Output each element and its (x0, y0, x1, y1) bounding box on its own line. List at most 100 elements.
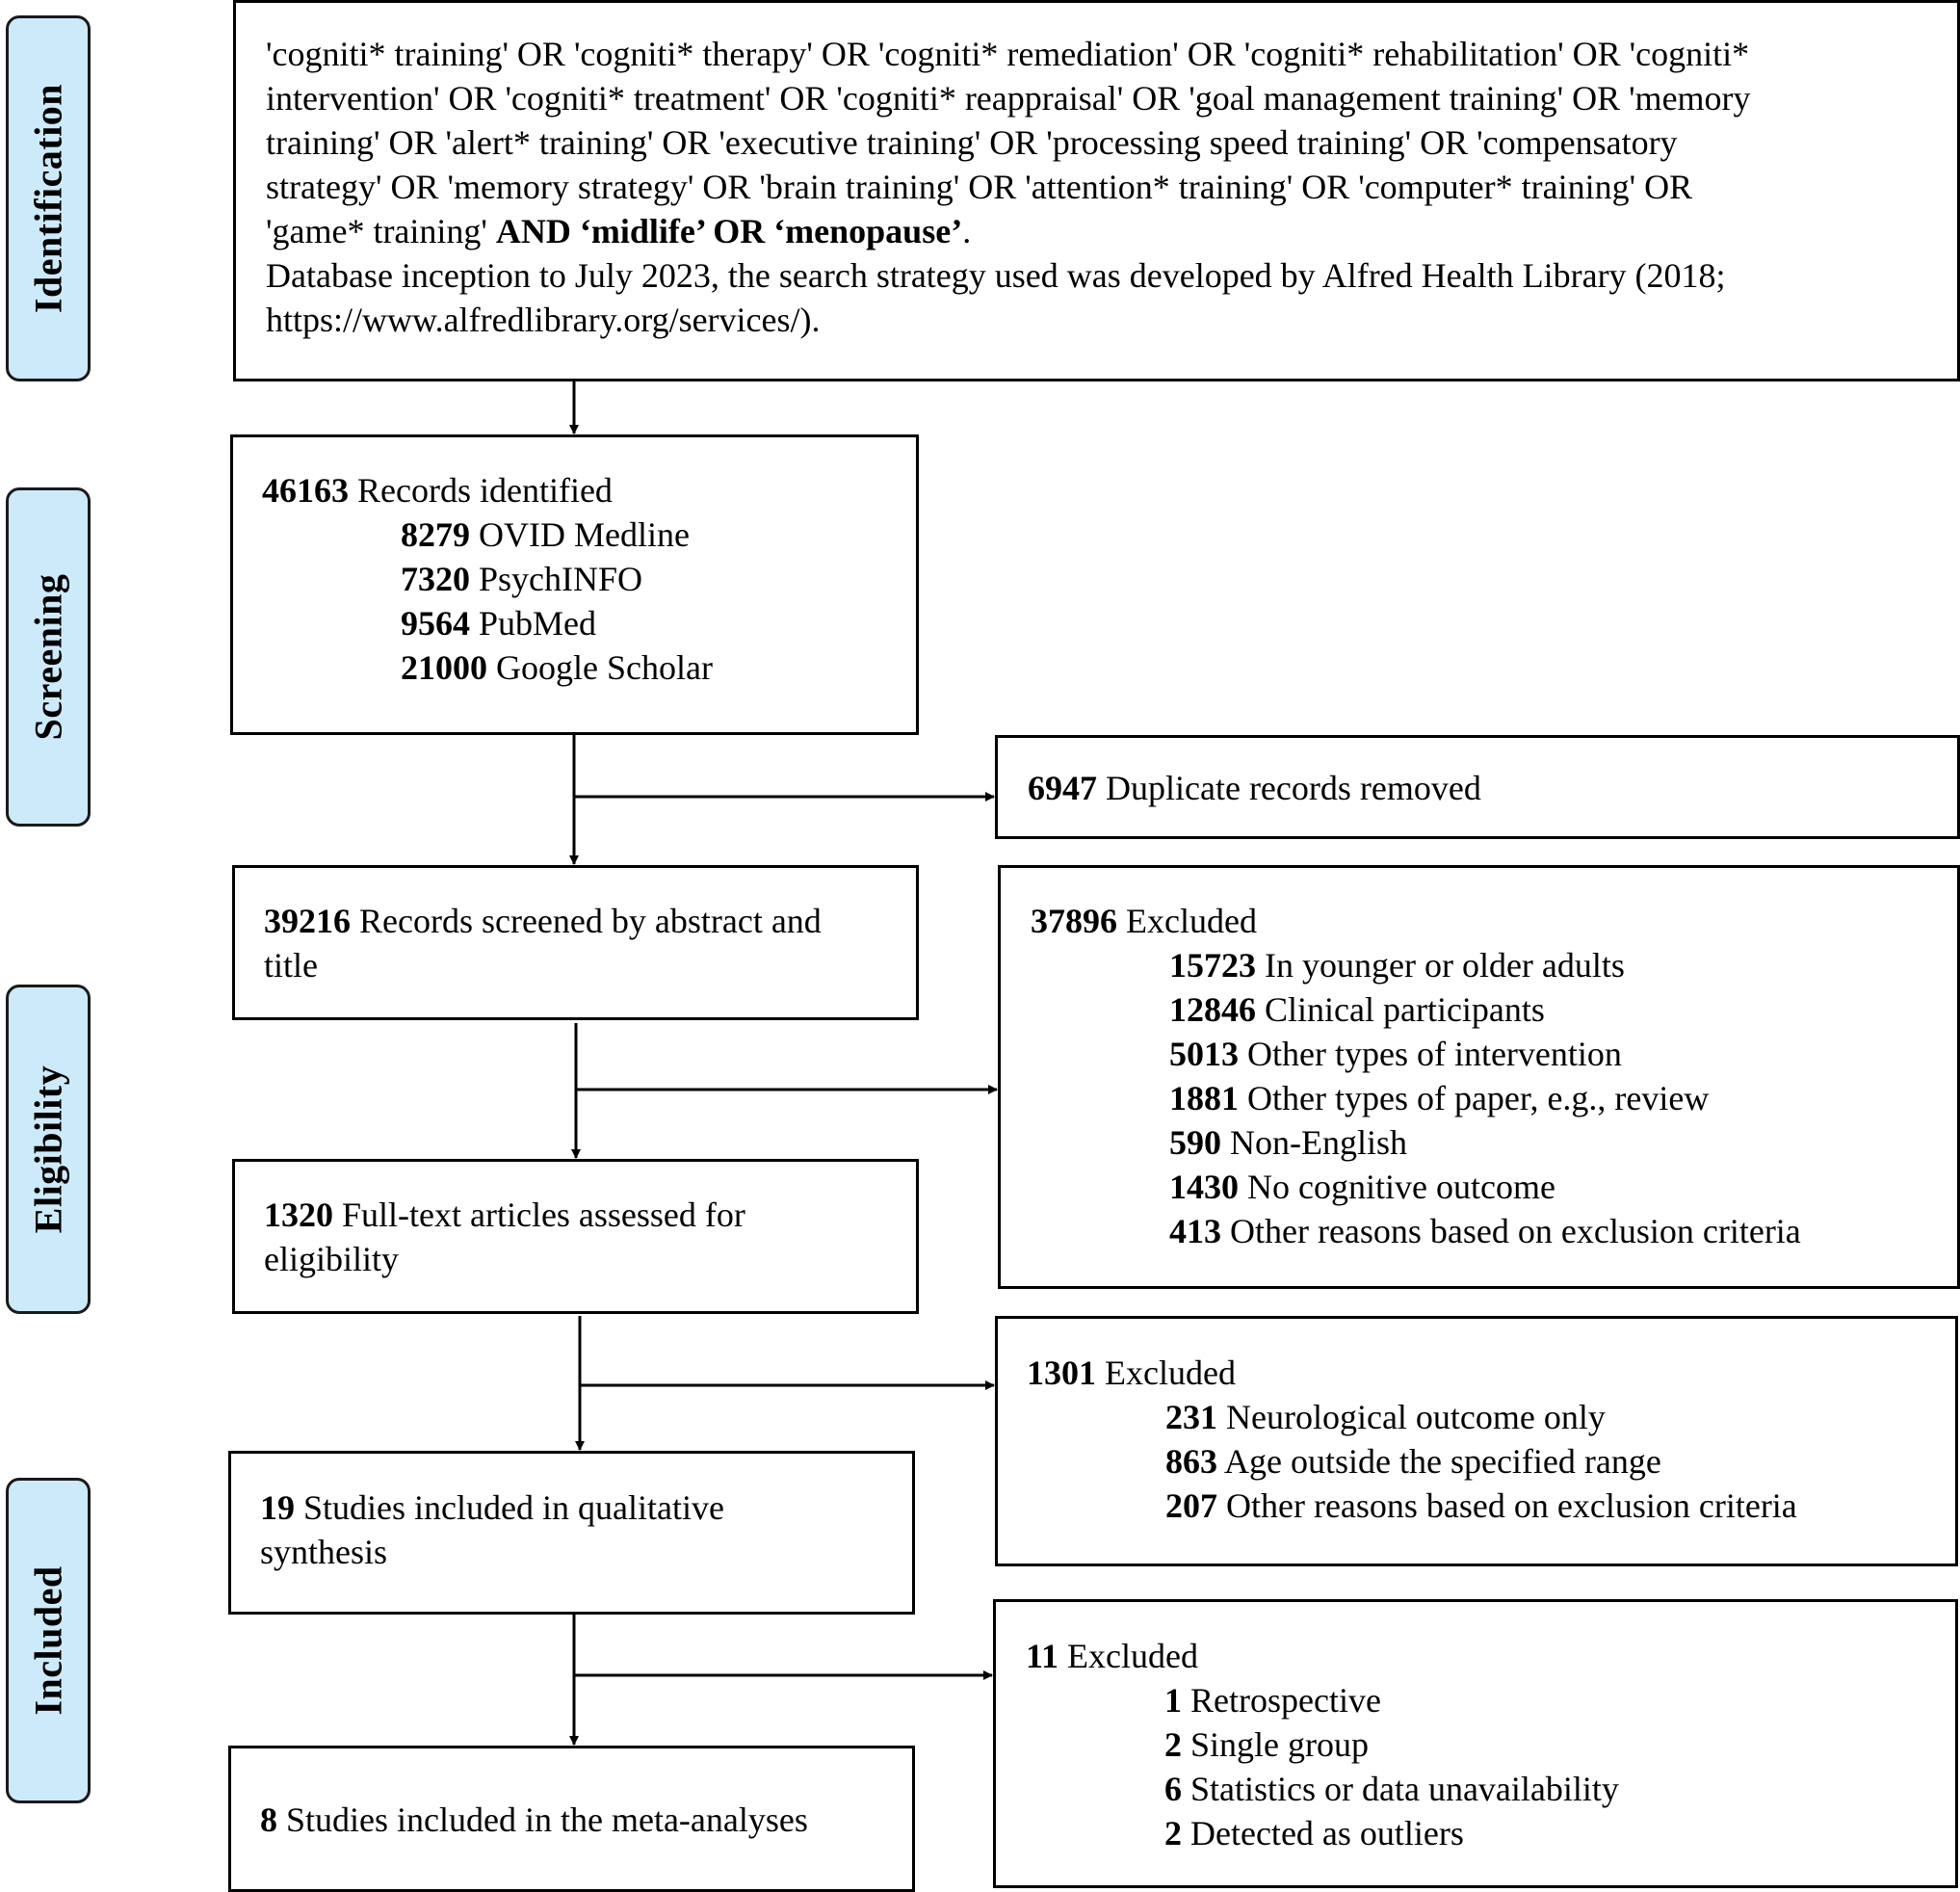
excluded-screening-box: 37896 Excluded 15723 In younger or older… (998, 865, 1960, 1289)
fulltext-assessed-text: 1320 Full-text articles assessed for (264, 1193, 916, 1237)
count: 2 (1164, 1725, 1182, 1764)
label: In younger or older adults (1265, 946, 1625, 985)
exclusion-reason: 1 Retrospective (1026, 1678, 1955, 1722)
phase-screening: Screening (6, 487, 91, 827)
exclusion-reason: 6 Statistics or data unavailability (1026, 1767, 1955, 1811)
label: Google Scholar (496, 648, 713, 687)
duplicates-removed-box: 6947 Duplicate records removed (995, 735, 1960, 839)
search-line: strategy' OR 'memory strategy' OR 'brain… (266, 168, 1693, 206)
label: Records identified (357, 471, 613, 510)
label: Other types of intervention (1247, 1035, 1622, 1073)
fulltext-assessed-text-cont: eligibility (264, 1240, 399, 1278)
label: Records screened by abstract and (359, 902, 822, 940)
search-terms-period: . (962, 212, 972, 250)
exclusion-reason: 1430 No cognitive outcome (1031, 1165, 1957, 1209)
phase-identification: Identification (6, 15, 91, 381)
excluded-total: 37896 Excluded (1031, 899, 1957, 943)
qualitative-synthesis-text: 19 Studies included in qualitative (260, 1485, 912, 1530)
label: Retrospective (1190, 1681, 1381, 1720)
count: 1320 (264, 1196, 333, 1234)
phase-eligibility: Eligibility (6, 985, 91, 1314)
label: Other types of paper, e.g., review (1247, 1079, 1710, 1117)
count: 6 (1164, 1770, 1182, 1808)
label: Studies included in qualitative (303, 1488, 724, 1527)
qualitative-synthesis-text-cont: synthesis (260, 1533, 388, 1571)
count: 8279 (401, 515, 470, 554)
exclusion-reason: 1881 Other types of paper, e.g., review (1031, 1076, 1957, 1120)
label: OVID Medline (479, 515, 690, 554)
exclusion-reason: 231 Neurological outcome only (1027, 1395, 1955, 1439)
label: Non-English (1230, 1123, 1407, 1162)
label: Single group (1190, 1725, 1369, 1764)
label: Excluded (1105, 1353, 1236, 1392)
count: 9564 (401, 604, 470, 643)
count: 11 (1026, 1637, 1059, 1675)
count: 863 (1165, 1442, 1217, 1481)
records-identified-total: 46163 Records identified (262, 468, 916, 512)
count: 12846 (1169, 990, 1256, 1029)
count: 590 (1169, 1123, 1221, 1162)
exclusion-reason: 2 Detected as outliers (1026, 1811, 1955, 1855)
search-line: 'game* training' AND ‘midlife’ OR ‘menop… (266, 209, 1932, 253)
search-terms-tail: 'game* training' (266, 212, 487, 250)
phase-included: Included (6, 1478, 91, 1803)
count: 8 (260, 1800, 277, 1839)
records-identified-box: 46163 Records identified 8279 OVID Medli… (230, 434, 919, 735)
search-line: Database inception to July 2023, the sea… (266, 256, 1726, 295)
fulltext-assessed-box: 1320 Full-text articles assessed for eli… (232, 1159, 919, 1314)
count: 5013 (1169, 1035, 1239, 1073)
records-screened-text-cont: title (264, 946, 318, 985)
count: 1 (1164, 1681, 1182, 1720)
label: PsychINFO (479, 560, 643, 598)
search-line: https://www.alfredlibrary.org/services/)… (266, 301, 821, 339)
exclusion-reason: 5013 Other types of intervention (1031, 1032, 1957, 1076)
label: Clinical participants (1265, 990, 1545, 1029)
count: 7320 (401, 560, 470, 598)
count: 19 (260, 1488, 295, 1527)
count: 1301 (1027, 1353, 1096, 1392)
count: 39216 (264, 902, 351, 940)
search-line: 'cogniti* training' OR 'cogniti* therapy… (266, 35, 1750, 73)
search-bold-terms: AND ‘midlife’ OR ‘menopause’ (495, 212, 963, 250)
exclusion-reason: 413 Other reasons based on exclusion cri… (1031, 1209, 1957, 1253)
count: 15723 (1169, 946, 1256, 985)
search-line: training' OR 'alert* training' OR 'execu… (266, 123, 1678, 162)
duplicates-removed-text: 6947 Duplicate records removed (1028, 766, 1957, 810)
exclusion-reason: 15723 In younger or older adults (1031, 943, 1957, 987)
source-row: 7320 PsychINFO (262, 557, 916, 601)
label: Other reasons based on exclusion criteri… (1226, 1486, 1797, 1525)
count: 207 (1165, 1486, 1217, 1525)
count: 1881 (1169, 1079, 1239, 1117)
label: Other reasons based on exclusion criteri… (1230, 1212, 1801, 1250)
source-row: 9564 PubMed (262, 601, 916, 645)
label: PubMed (479, 604, 597, 643)
exclusion-reason: 863 Age outside the specified range (1027, 1439, 1955, 1484)
search-strategy-box: 'cogniti* training' OR 'cogniti* therapy… (233, 0, 1960, 381)
label: No cognitive outcome (1247, 1168, 1555, 1206)
excluded-total: 11 Excluded (1026, 1634, 1955, 1678)
source-row: 8279 OVID Medline (262, 512, 916, 557)
exclusion-reason: 207 Other reasons based on exclusion cri… (1027, 1484, 1955, 1528)
label: Detected as outliers (1190, 1814, 1464, 1853)
records-screened-text: 39216 Records screened by abstract and (264, 899, 916, 943)
excluded-fulltext-box: 1301 Excluded 231 Neurological outcome o… (995, 1316, 1958, 1566)
count: 37896 (1031, 902, 1117, 940)
label: Age outside the specified range (1224, 1442, 1661, 1481)
count: 2 (1164, 1814, 1182, 1853)
meta-analyses-text: 8 Studies included in the meta-analyses (260, 1798, 912, 1842)
qualitative-synthesis-box: 19 Studies included in qualitative synth… (228, 1451, 915, 1615)
search-line: intervention' OR 'cogniti* treatment' OR… (266, 79, 1751, 118)
label: Statistics or data unavailability (1190, 1770, 1619, 1808)
excluded-final-box: 11 Excluded 1 Retrospective 2 Single gro… (993, 1599, 1958, 1888)
label: Full-text articles assessed for (342, 1196, 745, 1234)
label: Studies included in the meta-analyses (286, 1800, 808, 1839)
exclusion-reason: 12846 Clinical participants (1031, 987, 1957, 1032)
source-row: 21000 Google Scholar (262, 645, 916, 690)
label: Duplicate records removed (1106, 769, 1481, 807)
label: Neurological outcome only (1226, 1398, 1606, 1436)
count: 6947 (1028, 769, 1097, 807)
exclusion-reason: 2 Single group (1026, 1722, 1955, 1767)
exclusion-reason: 590 Non-English (1031, 1120, 1957, 1165)
